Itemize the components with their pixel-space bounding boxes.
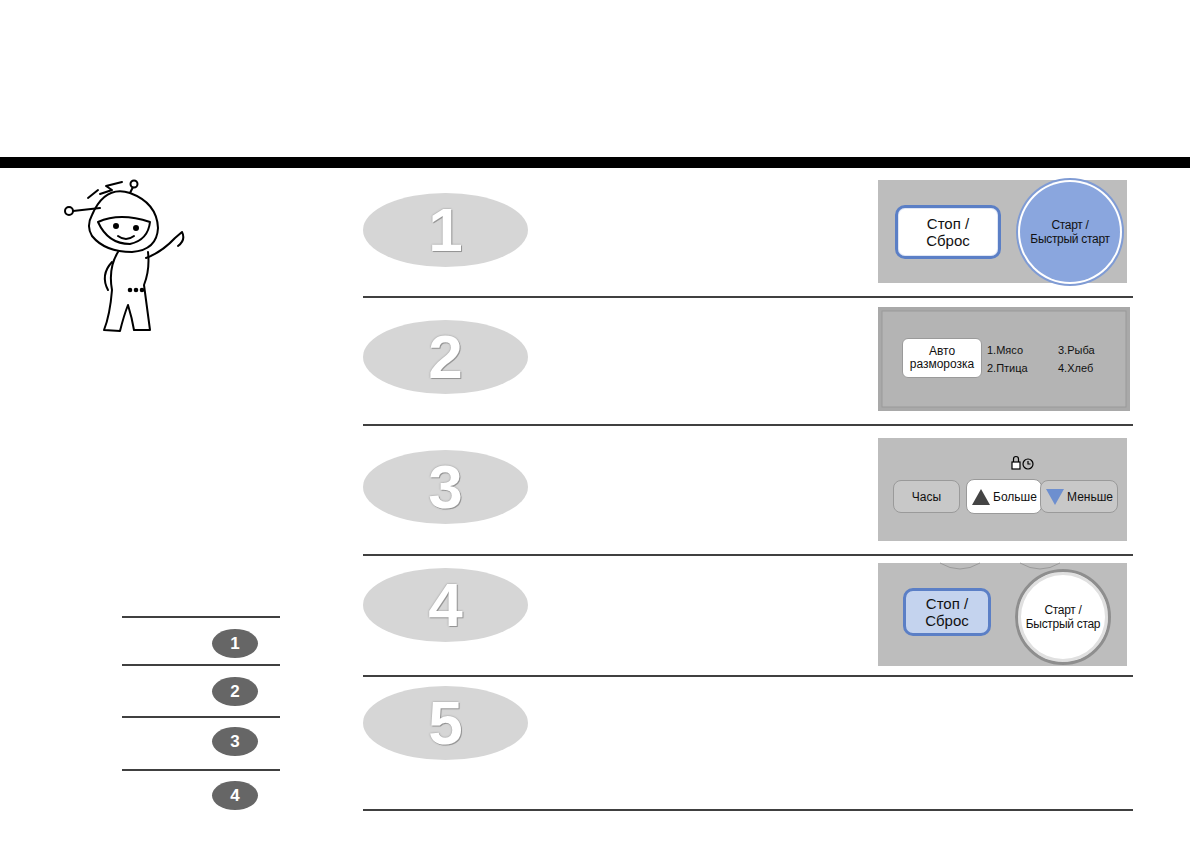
button-label: Авто разморозка (907, 345, 977, 370)
button-label: Стоп / Сброс (916, 595, 978, 630)
button-label: Стоп / Сброс (917, 215, 979, 250)
button-panel (878, 180, 1127, 283)
step-number: 4 (230, 787, 239, 804)
step-number: 5 (428, 692, 462, 754)
button-panel (878, 563, 1127, 666)
step-number-oval: 3 (363, 450, 528, 524)
step-number-oval: 4 (363, 568, 528, 642)
button-panel-inner (882, 311, 1126, 407)
arrow-triangle (971, 488, 991, 506)
button-label: Меньше (1067, 490, 1113, 504)
food-category-label: 3.Рыба (1058, 344, 1095, 356)
control-button: Больше (966, 479, 1042, 514)
control-button: Меньше (1040, 480, 1118, 513)
step-number-oval: 1 (212, 629, 258, 658)
step-number-oval: 2 (363, 320, 528, 394)
step-number: 3 (428, 456, 462, 518)
control-button: Стоп / Сброс (903, 588, 991, 636)
control-button: Часы (893, 480, 960, 513)
step-number-oval: 5 (363, 686, 528, 760)
step-number: 1 (428, 199, 462, 261)
button-label: Больше (993, 490, 1037, 504)
control-button: Стоп / Сброс (895, 205, 1001, 259)
food-category-label: 4.Хлеб (1058, 362, 1093, 374)
control-button: Старт / Быстрый старт (1020, 182, 1120, 282)
step-number-oval: 1 (363, 193, 528, 267)
step-number-oval: 2 (212, 677, 258, 706)
food-category-label: 2.Птица (987, 362, 1028, 374)
header-bar (0, 157, 1190, 168)
step-number-oval: 4 (212, 781, 258, 810)
step-number: 2 (428, 326, 462, 388)
step-separators (363, 297, 1133, 810)
step-number-oval: 3 (212, 727, 258, 756)
step-number: 1 (230, 635, 239, 652)
step-number: 4 (428, 574, 462, 636)
control-button: Старт / Быстрый стар (1015, 569, 1111, 665)
mascot-illustration (65, 181, 183, 332)
button-panel (878, 438, 1127, 541)
button-label: Старт / Быстрый стар (1020, 603, 1106, 632)
button-label: Старт / Быстрый старт (1027, 218, 1113, 247)
step-number: 2 (230, 683, 239, 700)
arrow-triangle (1045, 488, 1065, 506)
button-label: Часы (912, 490, 941, 504)
panel-edge (940, 563, 1060, 569)
lock-clock-icon (1012, 457, 1033, 470)
button-panel (878, 307, 1130, 411)
table-lines (122, 617, 280, 770)
food-category-label: 1.Мясо (987, 344, 1023, 356)
control-button: Авто разморозка (902, 338, 982, 378)
step-number: 3 (230, 733, 239, 750)
